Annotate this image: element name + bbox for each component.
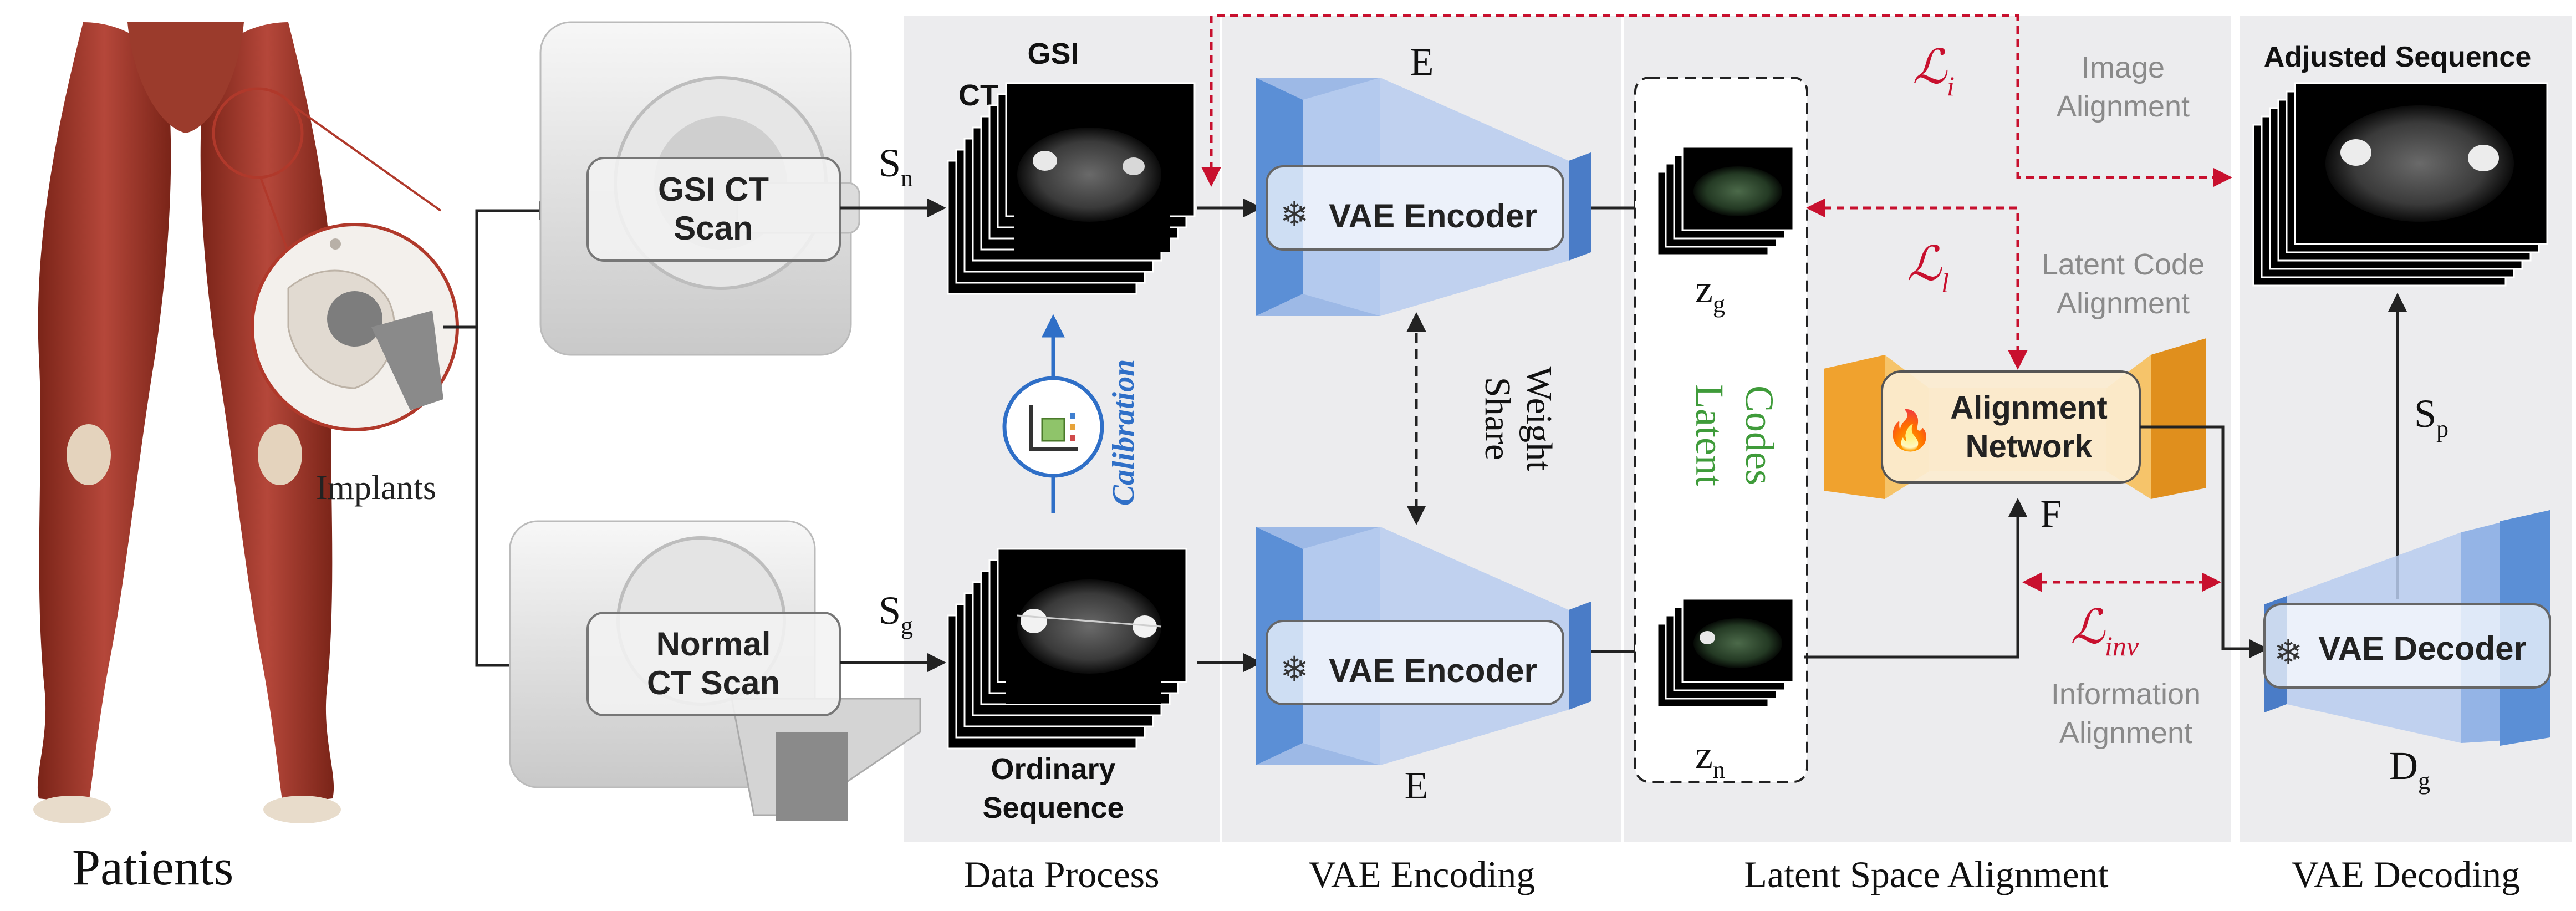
latent-label: Latent [1687,384,1732,486]
implant-zoom [251,223,459,431]
ordinary-sequence-1: Ordinary [991,752,1115,786]
snowflake-icon-bottom: ❄ [1280,650,1309,689]
vae-encoder-top-button [1266,165,1564,251]
encoder-top-label: VAE Encoder [1329,197,1537,235]
gsi-sequence-title-1: GSI [1027,37,1079,70]
encoder-bottom-label: VAE Encoder [1329,652,1537,689]
hip-highlight-circle [212,87,304,179]
weight-label: Weight [1519,367,1559,471]
latent-code-alignment-2: Alignment [2057,287,2190,320]
latent-zg-stack [1656,146,1794,256]
adjusted-sequence-title: Adjusted Sequence [2264,41,2532,73]
patient-legs-illustration [33,22,341,823]
ordinary-sequence-2: Sequence [982,791,1124,825]
share-label: Share [1477,377,1518,460]
vae-decoder-button [2263,603,2551,689]
loss-inv: ℒinv [2070,600,2139,661]
latent-code-alignment-1: Latent Code [2042,248,2205,281]
gsi-scan-label-1: GSI CT [658,171,769,208]
section-vae-encoding: VAE Encoding [1309,853,1536,895]
decoder-label: VAE Decoder [2318,630,2527,667]
e-bottom-label: E [1405,765,1429,807]
implants-label: Implants [316,469,436,507]
calibration-label: Calibration [1106,359,1141,506]
loss-l: ℒl [1907,237,1949,298]
dg-label: Dg [2389,744,2430,795]
sg-label: Sg [879,588,913,639]
latent-alignment-line [1806,198,2028,370]
gsi-scan-label-2: Scan [674,210,753,247]
section-data-process: Data Process [963,853,1159,895]
loss-i: ℒi [1912,40,1955,101]
information-alignment-1: Information [2051,678,2201,711]
normal-scan-label-2: CT Scan [647,664,780,701]
codes-label: Codes [1737,385,1782,485]
ordinary-sequence-stack [947,548,1187,750]
patients-label: Patients [72,839,233,895]
alignment-network-2: Network [1966,429,2093,465]
image-alignment-1: Image [2082,51,2165,84]
information-alignment-2: Alignment [2059,716,2192,750]
snowflake-icon-decoder: ❄ [2274,634,2303,672]
snowflake-icon-top: ❄ [1280,196,1309,234]
latent-zn-stack [1656,598,1794,708]
sp-label: Sp [2414,391,2449,442]
vae-encoder-bottom-button [1266,620,1564,705]
section-latent-alignment: Latent Space Alignment [1744,853,2108,895]
e-top-label: E [1410,41,1434,84]
sn-label: Sn [879,141,913,192]
image-alignment-2: Alignment [2057,90,2190,123]
f-label: F [2041,493,2062,536]
zg-label: zg [1695,267,1725,318]
section-vae-decoding: VAE Decoding [2292,853,2520,895]
adjusted-sequence-stack [2252,82,2548,287]
zn-label: zn [1695,732,1725,783]
image-alignment-line [1201,14,2232,187]
normal-scan-label-1: Normal [656,625,771,663]
fire-icon: 🔥 [1885,408,1934,452]
alignment-network-1: Alignment [1950,390,2108,426]
gsi-ct-sequence-stack [947,82,1196,295]
